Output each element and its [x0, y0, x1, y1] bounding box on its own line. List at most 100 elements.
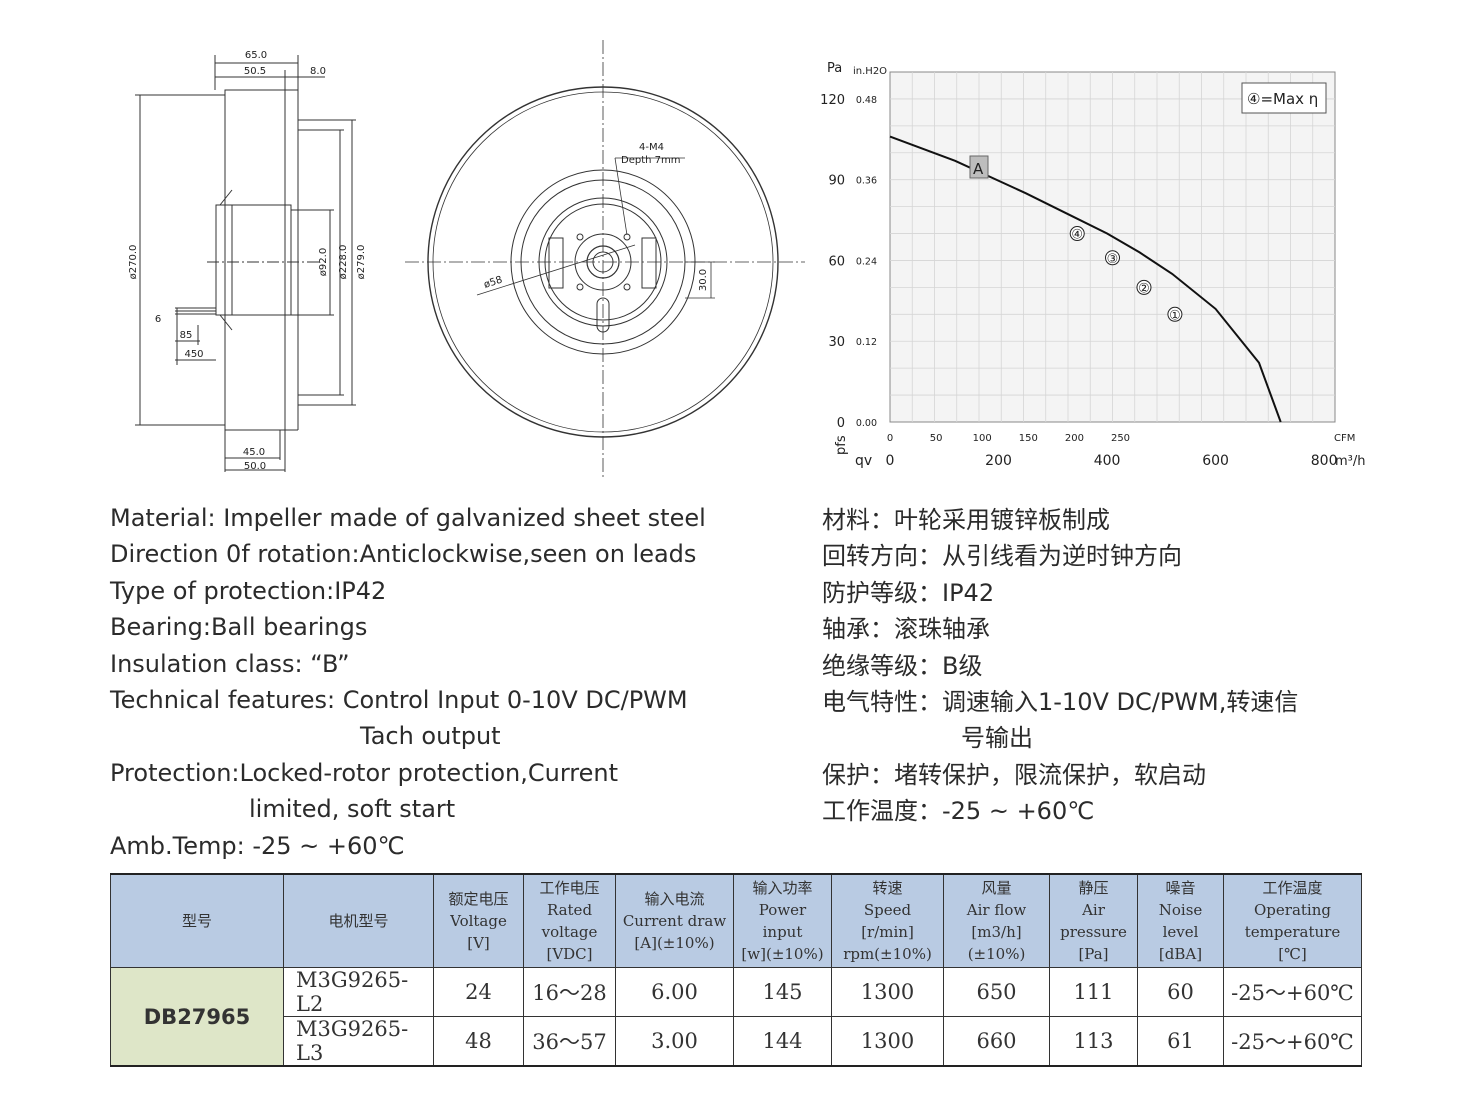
operating-point-label: ①	[1169, 308, 1181, 323]
cell-airflow: 650	[943, 967, 1050, 1017]
y-tick-inh2o: 0.00	[856, 418, 877, 429]
dim-d270: ø270.0	[128, 245, 139, 280]
dim-65: 65.0	[245, 50, 267, 61]
cell-motor: M3G9265-L2	[283, 967, 434, 1017]
dim-4-m4: 4-M4	[639, 142, 664, 153]
y-tick-inh2o: 0.12	[856, 337, 877, 348]
cell-voltage: 24	[433, 967, 524, 1017]
spec-insulation: Insulation class: “B”	[110, 649, 350, 678]
legend-box	[1241, 82, 1327, 114]
x-unit-cfm: CFM	[1334, 433, 1355, 444]
dim-lead-6: 6	[155, 314, 161, 325]
cell-rated-voltage: 16～28	[523, 967, 616, 1017]
spec-protection: Protection:Locked-rotor protection,Curre…	[110, 758, 619, 787]
cell-pressure: 113	[1049, 1016, 1138, 1067]
x-tick-cfm: 150	[1019, 433, 1038, 444]
x-tick-m3h: 600	[1202, 453, 1229, 469]
dim-lead-450: 450	[184, 349, 203, 360]
dim-depth: Depth 7mm	[621, 155, 680, 166]
x-tick-m3h: 200	[985, 453, 1012, 469]
specs-english: Material: Impeller made of galvanized sh…	[110, 500, 790, 864]
spec-cn-protection: 保护：堵转保护，限流保护，软启动	[822, 760, 1206, 789]
curve-label: A	[973, 160, 984, 178]
y-tick-inh2o: 0.24	[856, 256, 877, 267]
x-unit-m3h: m³/h	[1335, 454, 1366, 469]
spec-cn-bearing: 轴承：滚珠轴承	[822, 615, 990, 644]
legend-note: ④=Max η	[1247, 90, 1318, 108]
spec-material: Material: Impeller made of galvanized sh…	[110, 504, 706, 532]
x-tick-cfm: 200	[1065, 433, 1084, 444]
spec-cn-temp: 工作温度：-25 ~ +60℃	[822, 797, 1095, 826]
cell-pressure: 111	[1049, 967, 1138, 1017]
dim-d58: ø58	[483, 275, 504, 291]
header-motor: 电机型号	[283, 873, 434, 968]
y-tick-inh2o: 0.36	[856, 176, 877, 187]
y-label-inh2o: in.H2O	[853, 66, 887, 77]
x-tick-m3h: 800	[1311, 453, 1338, 469]
x-tick-m3h: 400	[1094, 453, 1121, 469]
header-model: 型号	[110, 873, 284, 968]
spec-protection-cont: limited, soft start	[249, 795, 456, 824]
operating-point	[1136, 279, 1152, 295]
cell-motor: M3G9265-L3	[283, 1016, 434, 1067]
operating-point	[1167, 306, 1183, 322]
y-tick-pa: 0	[837, 416, 845, 431]
spec-protection-type: Type of protection:IP42	[110, 576, 387, 605]
spec-bearing: Bearing:Ball bearings	[110, 613, 368, 642]
dim-30: 30.0	[698, 269, 709, 291]
dim-d228: ø228.0	[338, 245, 349, 280]
dim-d279: ø279.0	[356, 245, 367, 280]
cell-power: 144	[733, 1016, 832, 1067]
x-tick-cfm: 0	[887, 433, 893, 444]
dim-50-5: 50.5	[244, 66, 266, 77]
cell-speed: 1300	[831, 967, 944, 1017]
cell-noise: 60	[1137, 967, 1224, 1017]
y-tick-pa: 60	[828, 254, 845, 269]
operating-point-label: ③	[1107, 252, 1119, 267]
operating-point	[1069, 226, 1085, 242]
spec-cn-insulation: 绝缘等级：B级	[822, 651, 983, 680]
x-tick-cfm: 100	[973, 433, 992, 444]
table-row: M3G9265-L3 48 36～57 3.00 144 1300 660 11…	[111, 1016, 1362, 1067]
spec-cn-technical: 电气特性：调速输入1-10V DC/PWM,转速信	[822, 688, 1299, 717]
operating-point	[1105, 250, 1120, 266]
spec-direction: Direction 0f rotation:Anticlockwise,seen…	[110, 540, 697, 569]
x-axis-symbol: qv	[855, 453, 872, 469]
chart-grid	[889, 71, 1336, 423]
dim-lead-85: 85	[180, 330, 193, 341]
cell-current: 6.00	[615, 967, 734, 1017]
dim-d92: ø92.0	[318, 248, 329, 276]
spec-cn-material: 材料：叶轮采用镀锌板制成	[822, 506, 1110, 534]
dim-45: 45.0	[243, 447, 265, 458]
dim-50: 50.0	[244, 461, 266, 472]
y-tick-pa: 90	[828, 174, 845, 189]
cell-power: 145	[733, 967, 832, 1017]
y-axis-symbol: pfs	[834, 435, 849, 455]
spec-cn-technical-cont: 号输出	[961, 724, 1033, 753]
cell-rated-voltage: 36～57	[523, 1016, 616, 1067]
chart-curve	[889, 135, 1282, 423]
cell-temp: -25～+60℃	[1223, 1016, 1362, 1067]
front-view-drawing: 4-M4 Depth 7mm ø58 30.0	[405, 40, 805, 480]
spec-technical-cont: Tach output	[360, 722, 501, 751]
cell-speed: 1300	[831, 1016, 944, 1067]
y-label-pa: Pa	[827, 61, 842, 76]
operating-point-label: ④	[1071, 228, 1083, 243]
cell-noise: 61	[1137, 1016, 1224, 1067]
curve-label-box	[969, 155, 989, 179]
table-row: DB27965 M3G9265-L2 24 16～28 6.00 145 130…	[110, 967, 1362, 1067]
x-tick-cfm: 250	[1111, 433, 1130, 444]
spec-temp: Amb.Temp: -25 ~ +60℃	[110, 831, 405, 860]
side-view-drawing: 65.0 50.5 8.0 ø270.0 ø92.0 ø228.0 ø279.0…	[128, 50, 367, 472]
spec-technical: Technical features: Control Input 0-10V …	[110, 686, 688, 715]
